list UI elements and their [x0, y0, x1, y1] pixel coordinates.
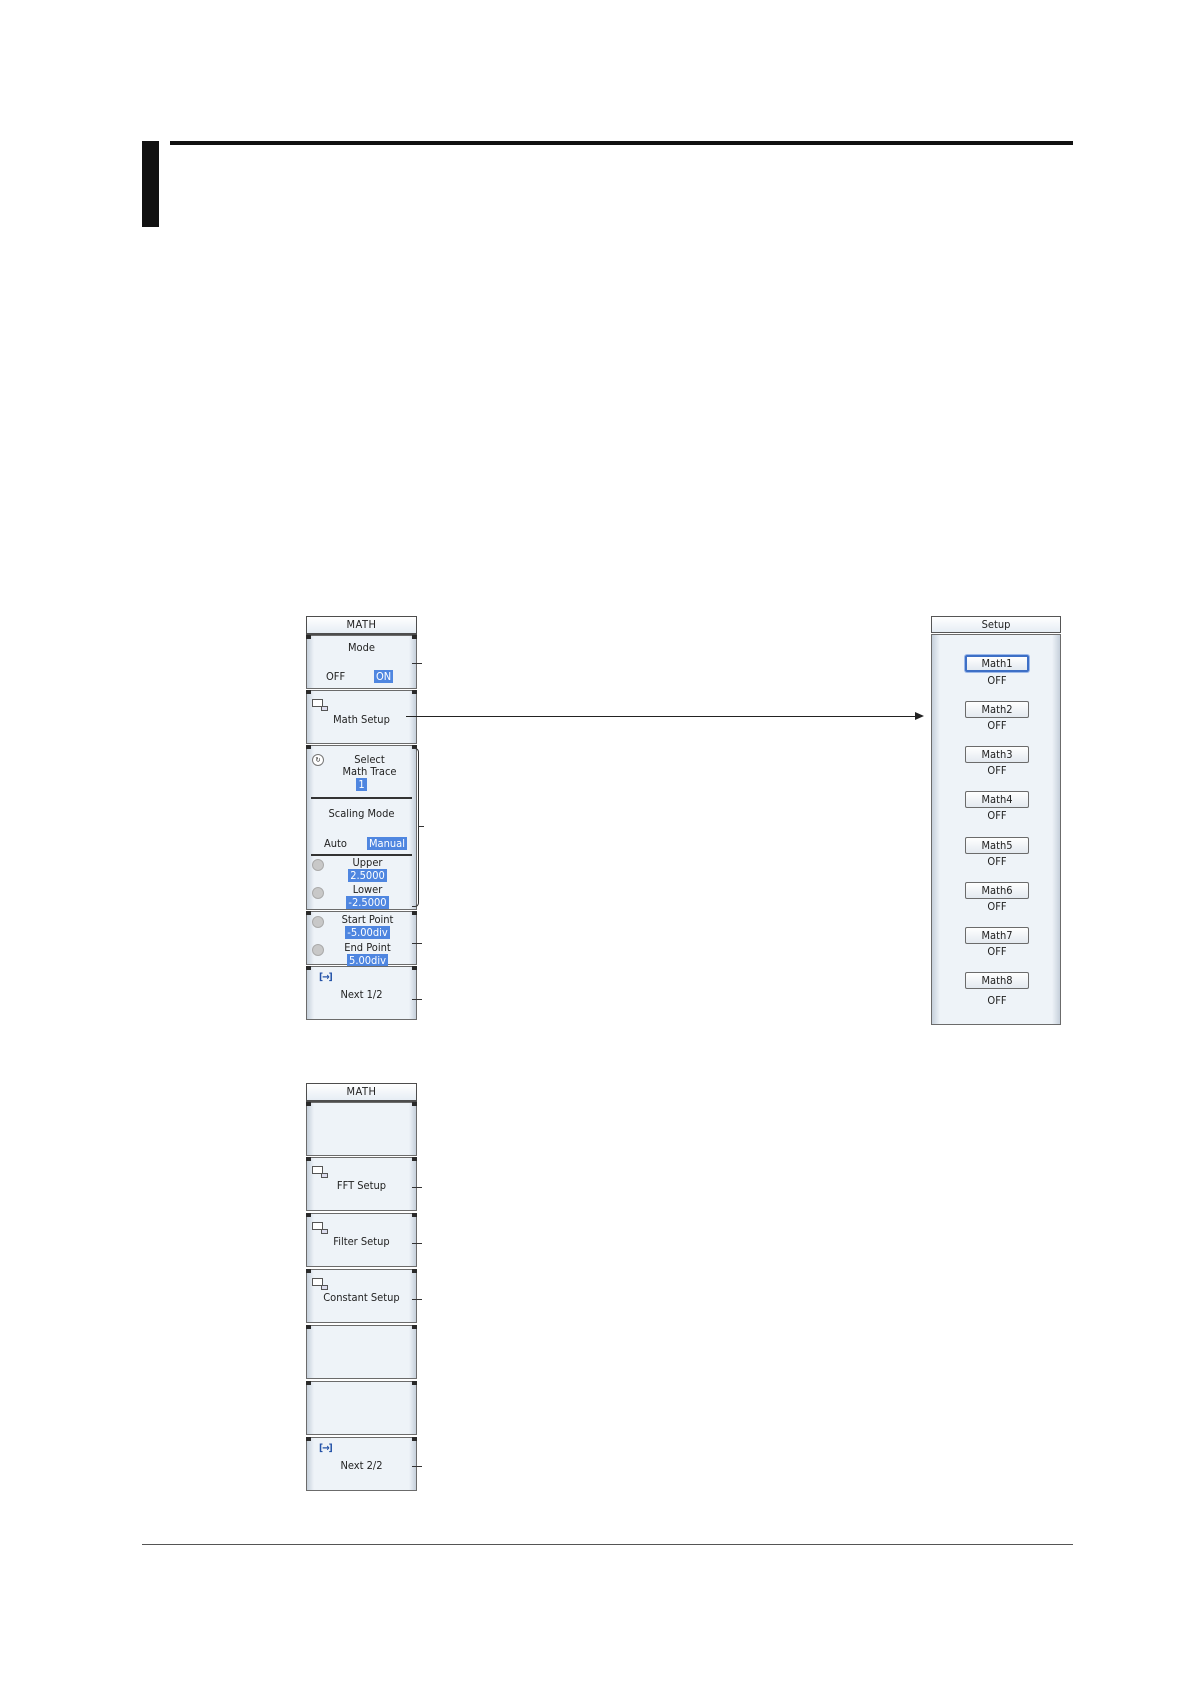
math7-button[interactable]: Math7	[965, 927, 1029, 944]
start-end-point-softkey[interactable]: o Start Point -5.00div o End Point 5.00d…	[306, 911, 417, 967]
math-setup-label: Math Setup	[333, 713, 390, 726]
end-point-value-wrap: 5.00div	[319, 954, 416, 967]
upper-label: Upper	[352, 856, 383, 869]
jog-knob-icon: o	[312, 944, 324, 956]
callout-line	[418, 826, 424, 827]
math-menu-page1: MATH Mode OFF ON Math Setup ↻ Select Mat…	[306, 616, 417, 1020]
math5-value: OFF	[987, 855, 1007, 868]
jog-knob-icon: ↻	[312, 754, 324, 766]
jog-knob-icon: o	[312, 859, 324, 871]
blank-softkey	[306, 1381, 417, 1435]
math6-button[interactable]: Math6	[965, 882, 1029, 899]
jog-knob-icon: o	[312, 916, 324, 928]
fft-setup-softkey[interactable]: FFT Setup	[306, 1157, 417, 1211]
math3-button[interactable]: Math3	[965, 746, 1029, 763]
start-point-value-wrap: -5.00div	[319, 926, 416, 939]
math4-value: OFF	[987, 809, 1007, 822]
next-page-softkey[interactable]: [→] Next 1/2	[306, 966, 417, 1020]
math1-value: OFF	[987, 674, 1007, 687]
filter-setup-label: Filter Setup	[333, 1235, 390, 1248]
callout-arrow-line	[406, 716, 919, 717]
fft-setup-label: FFT Setup	[336, 1179, 387, 1192]
upper-value[interactable]: 2.5000	[348, 869, 387, 882]
arrow-right-icon	[915, 712, 924, 720]
callout-line	[412, 1243, 422, 1244]
scaling-mode-label: Scaling Mode	[328, 807, 395, 820]
submenu-icon	[312, 699, 328, 711]
callout-line	[412, 1187, 422, 1188]
math4-button[interactable]: Math4	[965, 791, 1029, 808]
menu-title: MATH	[306, 616, 417, 635]
divider	[311, 797, 412, 799]
math2-value: OFF	[987, 719, 1007, 732]
math-setup-softkey[interactable]: Math Setup	[306, 690, 417, 744]
lower-label: Lower	[352, 883, 383, 896]
setup-body: Math1 OFF Math2 OFF Math3 OFF Math4 OFF …	[931, 634, 1061, 1025]
constant-setup-label: Constant Setup	[323, 1291, 400, 1304]
upper-value-wrap: 2.5000	[319, 869, 416, 882]
mode-on-option: ON	[374, 670, 394, 683]
submenu-icon	[312, 1278, 328, 1290]
callout-line	[412, 1299, 422, 1300]
lower-value[interactable]: -2.5000	[346, 896, 389, 909]
setup-title: Setup	[931, 616, 1061, 633]
math8-button[interactable]: Math8	[965, 972, 1029, 989]
filter-setup-softkey[interactable]: Filter Setup	[306, 1213, 417, 1267]
math3-value: OFF	[987, 764, 1007, 777]
mode-off-option: OFF	[326, 670, 346, 683]
page-next-icon: [→]	[319, 972, 333, 983]
jog-knob-icon: o	[312, 887, 324, 899]
callout-line	[412, 663, 422, 664]
end-point-value[interactable]: 5.00div	[347, 954, 388, 967]
submenu-icon	[312, 1222, 328, 1234]
callout-line	[412, 1466, 422, 1467]
math6-value: OFF	[987, 900, 1007, 913]
constant-setup-softkey[interactable]: Constant Setup	[306, 1269, 417, 1323]
blank-softkey	[306, 1325, 417, 1379]
math-menu-page2: MATH FFT Setup Filter Setup Constant Set…	[306, 1083, 417, 1491]
next-label: Next 1/2	[340, 988, 383, 1001]
start-point-value[interactable]: -5.00div	[345, 926, 390, 939]
math7-value: OFF	[987, 945, 1007, 958]
mode-softkey[interactable]: Mode OFF ON	[306, 635, 417, 689]
math-trace-label: Math Trace	[342, 765, 397, 778]
chapter-header-bar	[170, 141, 1073, 145]
math2-button[interactable]: Math2	[965, 701, 1029, 718]
math-trace-value-wrap: 1	[307, 778, 416, 791]
footer-rule	[142, 1544, 1073, 1545]
start-point-label: Start Point	[341, 913, 394, 926]
scaling-auto-option[interactable]: Auto	[324, 837, 347, 850]
page-next-icon: [→]	[319, 1443, 333, 1454]
math8-value: OFF	[987, 994, 1007, 1007]
callout-line	[412, 999, 422, 1000]
blank-softkey	[306, 1102, 417, 1156]
setup-dialog: Setup Math1 OFF Math2 OFF Math3 OFF Math…	[931, 616, 1061, 1025]
math1-button[interactable]: Math1	[965, 655, 1029, 672]
math5-button[interactable]: Math5	[965, 837, 1029, 854]
callout-line	[412, 943, 422, 944]
chapter-side-tab	[142, 141, 159, 227]
callout-brace	[412, 748, 419, 907]
lower-value-wrap: -2.5000	[319, 896, 416, 909]
select-label: Select	[354, 753, 385, 766]
next-page-softkey[interactable]: [→] Next 2/2	[306, 1437, 417, 1491]
mode-label: Mode	[348, 641, 375, 654]
scaling-manual-option[interactable]: Manual	[367, 837, 407, 850]
end-point-label: End Point	[344, 941, 391, 954]
math-trace-value[interactable]: 1	[356, 778, 367, 791]
trace-scaling-softkey-group: ↻ Select Math Trace 1 Scaling Mode Auto …	[306, 745, 417, 910]
divider	[311, 854, 412, 856]
submenu-icon	[312, 1166, 328, 1178]
next-label: Next 2/2	[340, 1459, 383, 1472]
menu-title: MATH	[306, 1083, 417, 1102]
